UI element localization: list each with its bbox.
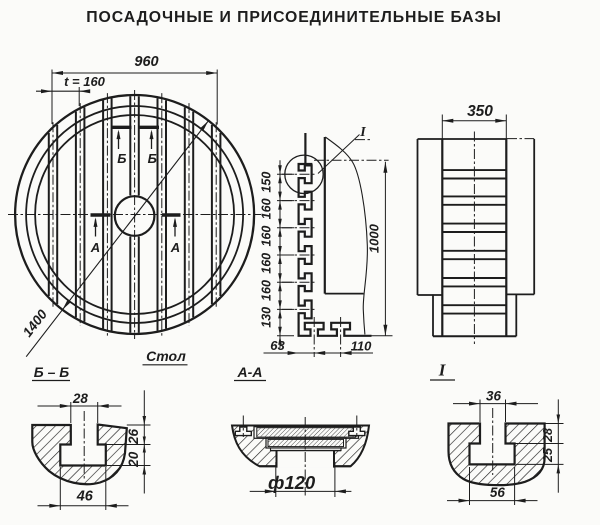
svg-text:I: I [438,361,447,380]
svg-text:150: 150 [259,172,273,193]
svg-text:63: 63 [270,338,285,353]
svg-text:28: 28 [541,428,555,443]
svg-text:А: А [90,240,100,255]
svg-text:36: 36 [486,389,502,404]
svg-text:28: 28 [72,391,89,406]
svg-text:56: 56 [490,485,506,500]
svg-text:160: 160 [260,226,274,247]
svg-text:130: 130 [260,307,274,328]
svg-text:1000: 1000 [367,223,382,253]
svg-text:160: 160 [260,253,274,274]
svg-text:46: 46 [76,489,94,505]
svg-text:960: 960 [134,54,158,70]
svg-text:Б: Б [117,151,126,166]
svg-text:Б – Б: Б – Б [34,364,69,380]
svg-text:ПОСАДОЧНЫЕ И ПРИСОЕДИНИТЕЛЬН: ПОСАДОЧНЫЕ И ПРИСОЕДИНИТЕЛЬНЫЕ БАЗЫ [86,9,501,26]
svg-text:110: 110 [351,339,372,354]
svg-text:350: 350 [467,103,493,120]
svg-text:Б: Б [148,151,157,166]
svg-text:20: 20 [126,451,141,468]
svg-text:А-А: А-А [237,364,263,380]
svg-text:ф120: ф120 [268,472,316,493]
svg-text:Стол: Стол [146,348,186,364]
svg-text:26: 26 [126,429,141,446]
svg-text:160: 160 [260,280,274,301]
svg-text:I: I [359,125,366,140]
svg-text:160: 160 [260,198,274,219]
svg-text:t = 160: t = 160 [64,74,106,89]
svg-text:25: 25 [541,447,555,463]
svg-text:А: А [170,240,180,255]
